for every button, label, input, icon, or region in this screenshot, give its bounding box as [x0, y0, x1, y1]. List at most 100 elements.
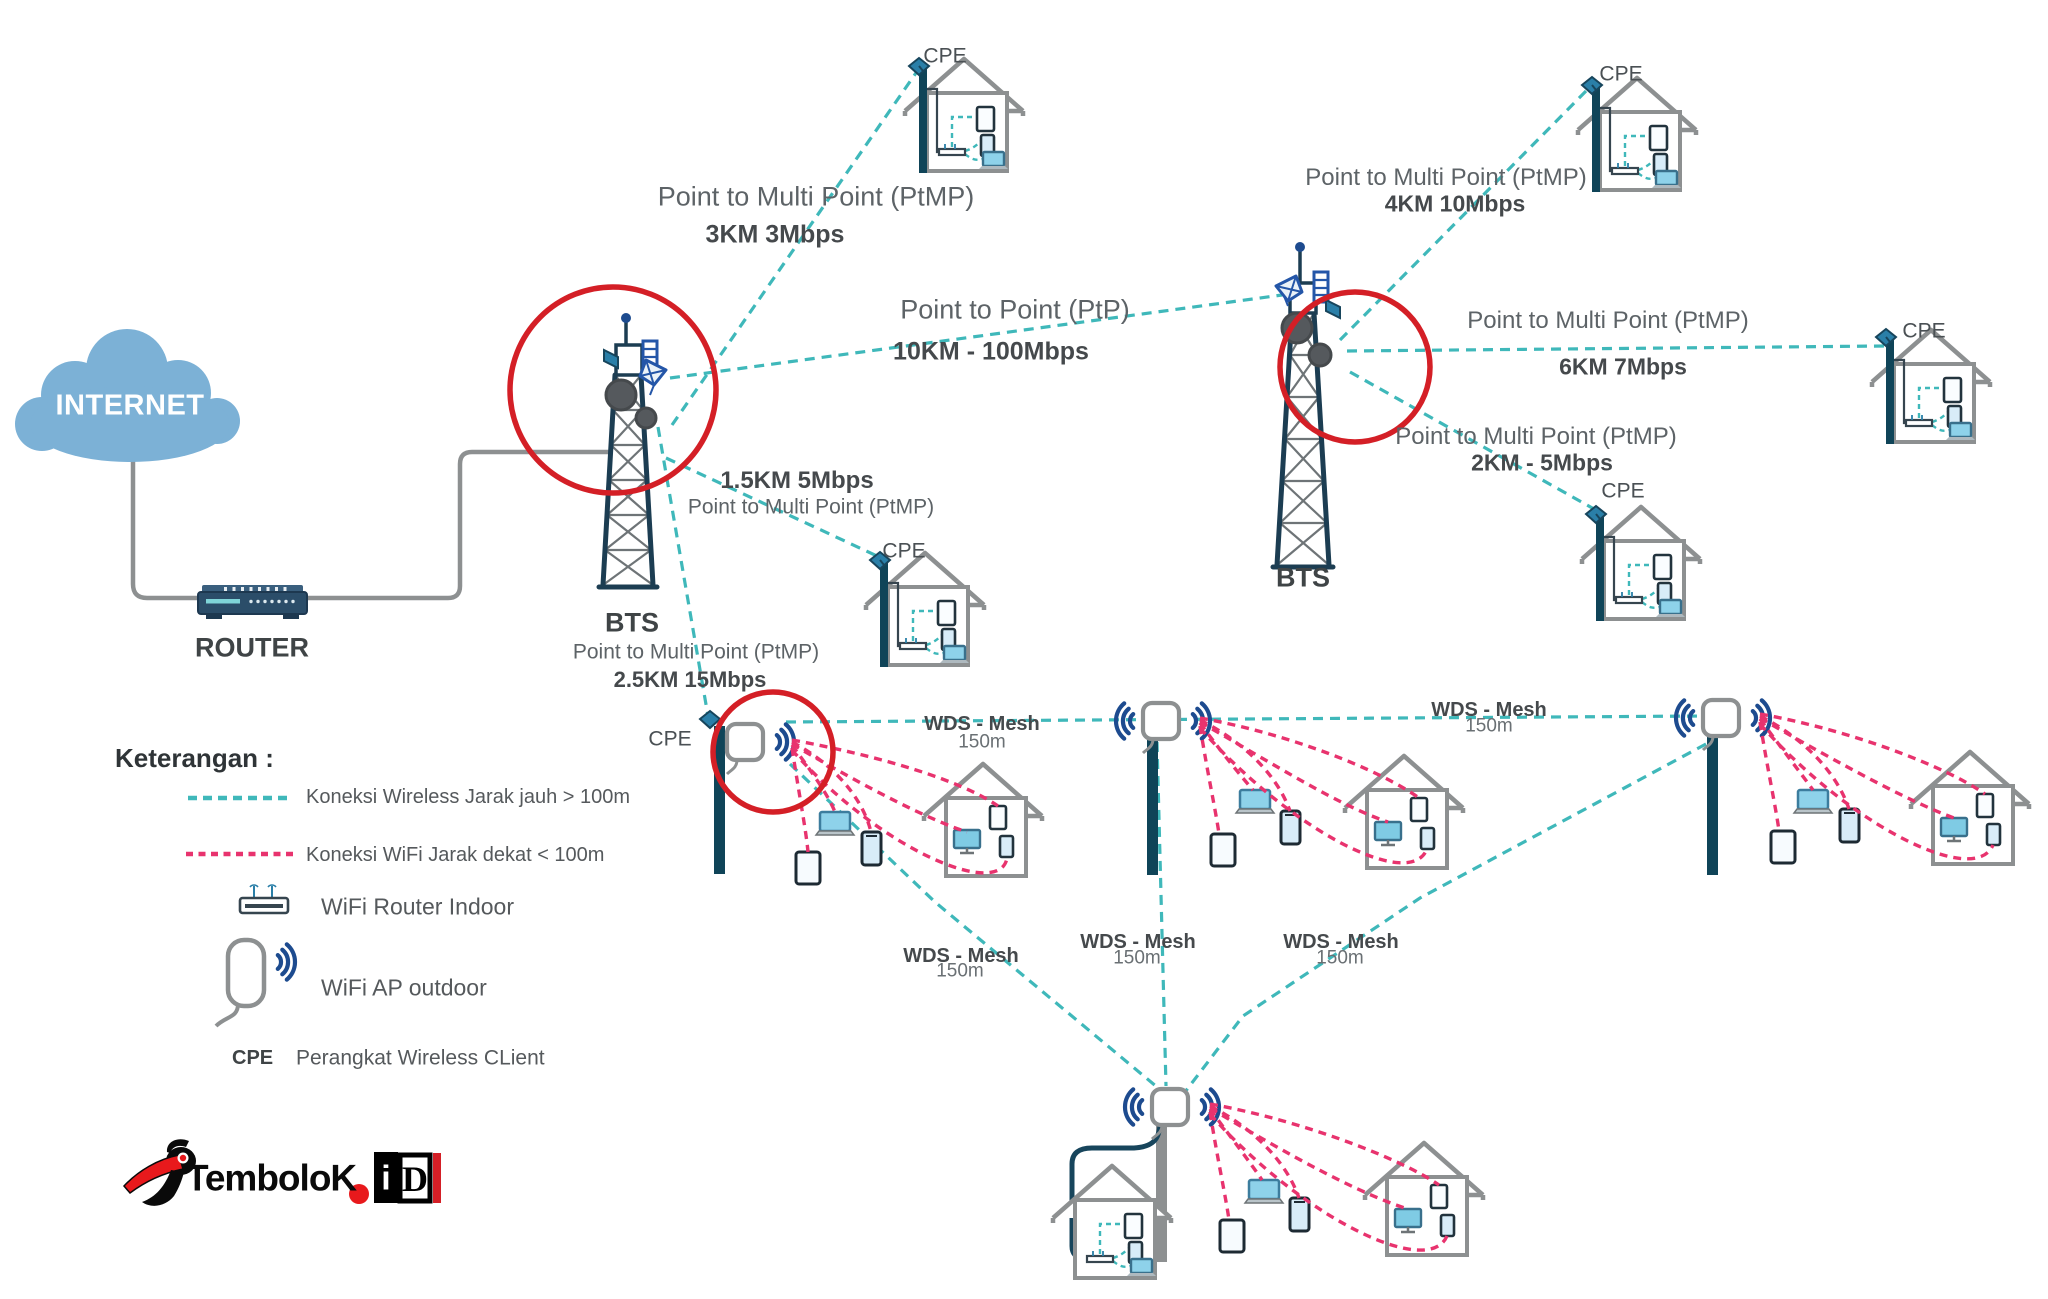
- tablet-icon: [1769, 829, 1797, 865]
- tablet-icon: [794, 850, 822, 886]
- wds-label-2: WDS - Mesh: [1431, 699, 1547, 721]
- ptp-10km-name: Point to Point (PtP): [900, 294, 1130, 325]
- mast-tip: [621, 313, 631, 323]
- sector-antenna-icon: [1325, 298, 1341, 320]
- mast-tip: [1295, 242, 1305, 252]
- logo-brand-text: TemboloK: [186, 1157, 357, 1199]
- ethernet-cables: [130, 449, 610, 601]
- ptmp-6km-name: Point to Multi Point (PtMP): [1467, 307, 1749, 334]
- laptop-icon: [1243, 1178, 1285, 1205]
- logo-tld-box: [349, 1152, 441, 1204]
- wds-label-3: WDS - Mesh: [903, 945, 1019, 967]
- ptmp-3km-spec: 3KM 3Mbps: [705, 220, 845, 249]
- ptmp-2-5km-spec: 2.5KM 15Mbps: [613, 667, 767, 692]
- coverage-highlights: [507, 284, 1433, 815]
- link-wds-left-diagonal: [788, 762, 1165, 1094]
- router-label: ROUTER: [195, 632, 309, 663]
- link-ptmp-2km: [1349, 370, 1595, 511]
- highlight-bts-2: [1277, 289, 1433, 445]
- legend-wifi-near-label: Koneksi WiFi Jarak dekat < 100m: [306, 844, 605, 866]
- highlight-ap-1: [710, 689, 836, 815]
- wds-label-4: WDS - Mesh: [1080, 931, 1196, 953]
- bts-tower-2: [1270, 242, 1341, 570]
- ptmp-2km-spec: 2KM - 5Mbps: [1471, 449, 1613, 476]
- link-ptmp-6km: [1346, 344, 1885, 353]
- cpe-label-far-right: CPE: [1902, 319, 1946, 343]
- ptmp-1-5km-spec: 1.5KM 5Mbps: [720, 467, 874, 494]
- phone-icon: [860, 830, 883, 867]
- legend-title: Keterangan :: [115, 743, 274, 773]
- highlight-bts-1: [507, 284, 719, 496]
- mesh-house-3: [1911, 752, 2029, 864]
- phone-icon: [1838, 807, 1861, 844]
- wds-label-5: WDS - Mesh: [1283, 931, 1399, 953]
- wds-spec-5: 150m: [1316, 947, 1364, 969]
- link-wds-horizontal: [785, 714, 1705, 724]
- phone-icon: [1288, 1196, 1311, 1233]
- tablet-icon: [1209, 832, 1237, 868]
- legend-router-indoor-label: WiFi Router Indoor: [321, 893, 515, 920]
- drum-antenna-icon: [1307, 342, 1333, 368]
- wifi-ap-outdoor-3: [1676, 700, 1770, 875]
- cpe-label-mid-right: CPE: [1601, 479, 1645, 503]
- wds-spec-1: 150m: [958, 731, 1006, 753]
- wifi-router-indoor-icon: [238, 884, 290, 915]
- legend-cpe-abbr: CPE: [232, 1047, 274, 1069]
- drum-antenna-icon: [604, 378, 638, 412]
- bts1-label: BTS: [605, 607, 659, 638]
- mesh-house-1: [924, 764, 1042, 876]
- link-wds-vertical: [1155, 741, 1168, 1087]
- wireless-long-links: [656, 69, 1885, 1094]
- cpe-house-center: [866, 552, 984, 667]
- wds-spec-2: 150m: [1465, 715, 1513, 737]
- wifi-ap-outdoor-icon: [214, 937, 295, 1028]
- mesh-house-4: [1365, 1143, 1483, 1255]
- link-ptp-10km: [669, 293, 1283, 380]
- drum-antenna-icon: [634, 406, 658, 430]
- internet-cloud: [15, 329, 240, 462]
- ptmp-6km-spec: 6KM 7Mbps: [1559, 353, 1687, 380]
- dish-antenna-icon: [638, 358, 668, 396]
- wifi-short-links: [790, 712, 1995, 1252]
- wifi-ap-outdoor-2: [1116, 703, 1210, 875]
- cpe-label-ap1: CPE: [648, 727, 692, 751]
- cpe-label-top-right: CPE: [1599, 62, 1643, 86]
- cpe-house-mid-right: [1582, 506, 1700, 621]
- link-ptmp-1-5km: [665, 456, 878, 558]
- cpe-house-top-left: [905, 58, 1023, 173]
- cpe-label-center: CPE: [882, 539, 926, 563]
- link-ptmp-2-5km: [656, 426, 710, 717]
- ptmp-4km-name: Point to Multi Point (PtMP): [1305, 164, 1587, 191]
- router-icon: [197, 585, 308, 619]
- ptmp-1-5km-name: Point to Multi Point (PtMP): [687, 495, 935, 519]
- wifi-arcs-icon: [1125, 1089, 1142, 1124]
- sector-antenna-icon: [603, 348, 619, 370]
- legend-cpe-desc: Perangkat Wireless CLient: [296, 1046, 545, 1070]
- ptmp-2km-name: Point to Multi Point (PtMP): [1395, 423, 1677, 450]
- wds-label-1: WDS - Mesh: [924, 713, 1040, 735]
- logo-tld-i: i: [381, 1159, 391, 1198]
- cpe-house-top-right: [1578, 77, 1696, 192]
- internet-label: INTERNET: [55, 389, 205, 422]
- ptmp-3km-name: Point to Multi Point (PtMP): [657, 181, 975, 212]
- link-wds-right-diagonal: [1183, 742, 1707, 1093]
- dish-antenna-icon: [1274, 274, 1304, 307]
- legend-icons: [186, 795, 295, 1028]
- tablet-icon: [1218, 1218, 1246, 1254]
- cpe-house-far-right: [1872, 329, 1990, 444]
- laptop-icon: [814, 810, 856, 837]
- laptop-icon: [1234, 788, 1276, 815]
- wifi-arcs-icon: [1676, 700, 1693, 735]
- wds-spec-4: 150m: [1113, 947, 1161, 969]
- ptp-10km-spec: 10KM - 100Mbps: [893, 337, 1089, 366]
- bts-tower-1: [596, 313, 668, 590]
- bts2-label: BTS: [1276, 562, 1330, 593]
- logo-tld-d: D: [402, 1159, 428, 1199]
- cpe-label-top-left: CPE: [923, 44, 967, 68]
- ptmp-4km-spec: 4KM 10Mbps: [1384, 190, 1526, 217]
- logo-bird-icon: [122, 1139, 196, 1206]
- legend-wireless-far-label: Koneksi Wireless Jarak jauh > 100m: [306, 786, 631, 808]
- wds-spec-3: 150m: [936, 960, 984, 982]
